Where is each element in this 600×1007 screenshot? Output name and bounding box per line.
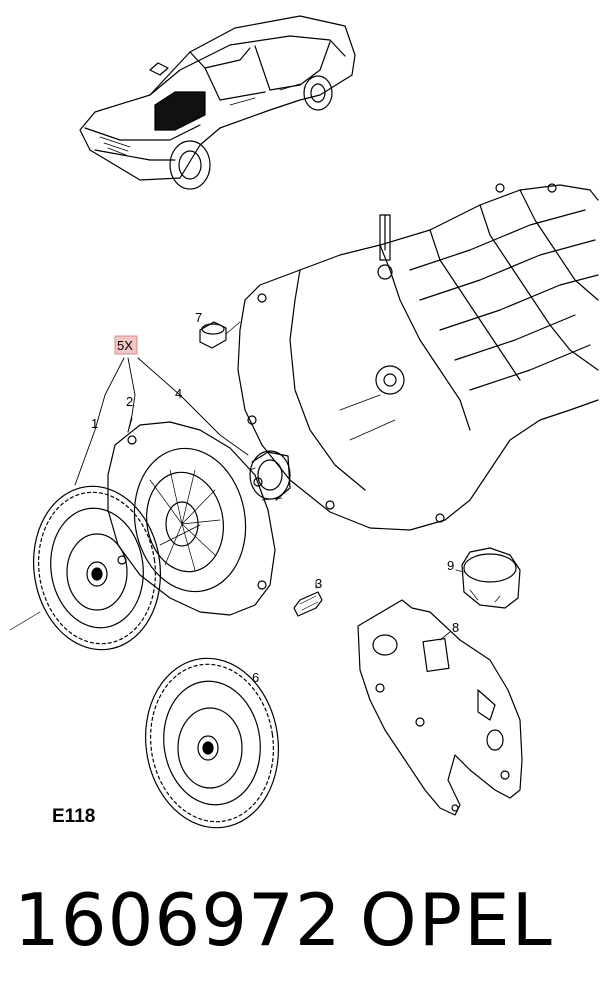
callout-8: 8 <box>452 620 459 635</box>
callout-7: 7 <box>195 310 202 325</box>
clutch-disc-part-6 <box>144 657 280 829</box>
gasket-part-8 <box>357 599 523 816</box>
brand-name: OPEL <box>360 878 554 962</box>
kit-badge <box>114 335 138 355</box>
diagram-reference-code: E118 <box>52 806 96 827</box>
callout-6: 6 <box>252 670 259 685</box>
bushing-part-7 <box>199 321 241 349</box>
parts-diagram: 5X 1 2 3 4 6 7 8 9 <box>9 15 599 829</box>
bolt-part-3 <box>293 591 323 617</box>
callout-9: 9 <box>447 558 454 573</box>
callout-3: 3 <box>315 576 322 591</box>
clutch-disc-part-1 <box>9 485 201 651</box>
part-number: 1606972 <box>14 878 342 962</box>
car-illustration <box>79 15 356 190</box>
pressure-plate-part-2 <box>107 421 276 616</box>
callout-1: 1 <box>91 416 98 431</box>
transmission-housing <box>237 183 599 531</box>
leader-lines <box>74 357 465 641</box>
cover-cap-part-9 <box>461 547 521 609</box>
callout-4: 4 <box>175 386 182 401</box>
kit-badge-label: 5X <box>117 338 133 353</box>
release-bearing-part-4 <box>249 450 291 501</box>
callout-2: 2 <box>126 394 133 409</box>
